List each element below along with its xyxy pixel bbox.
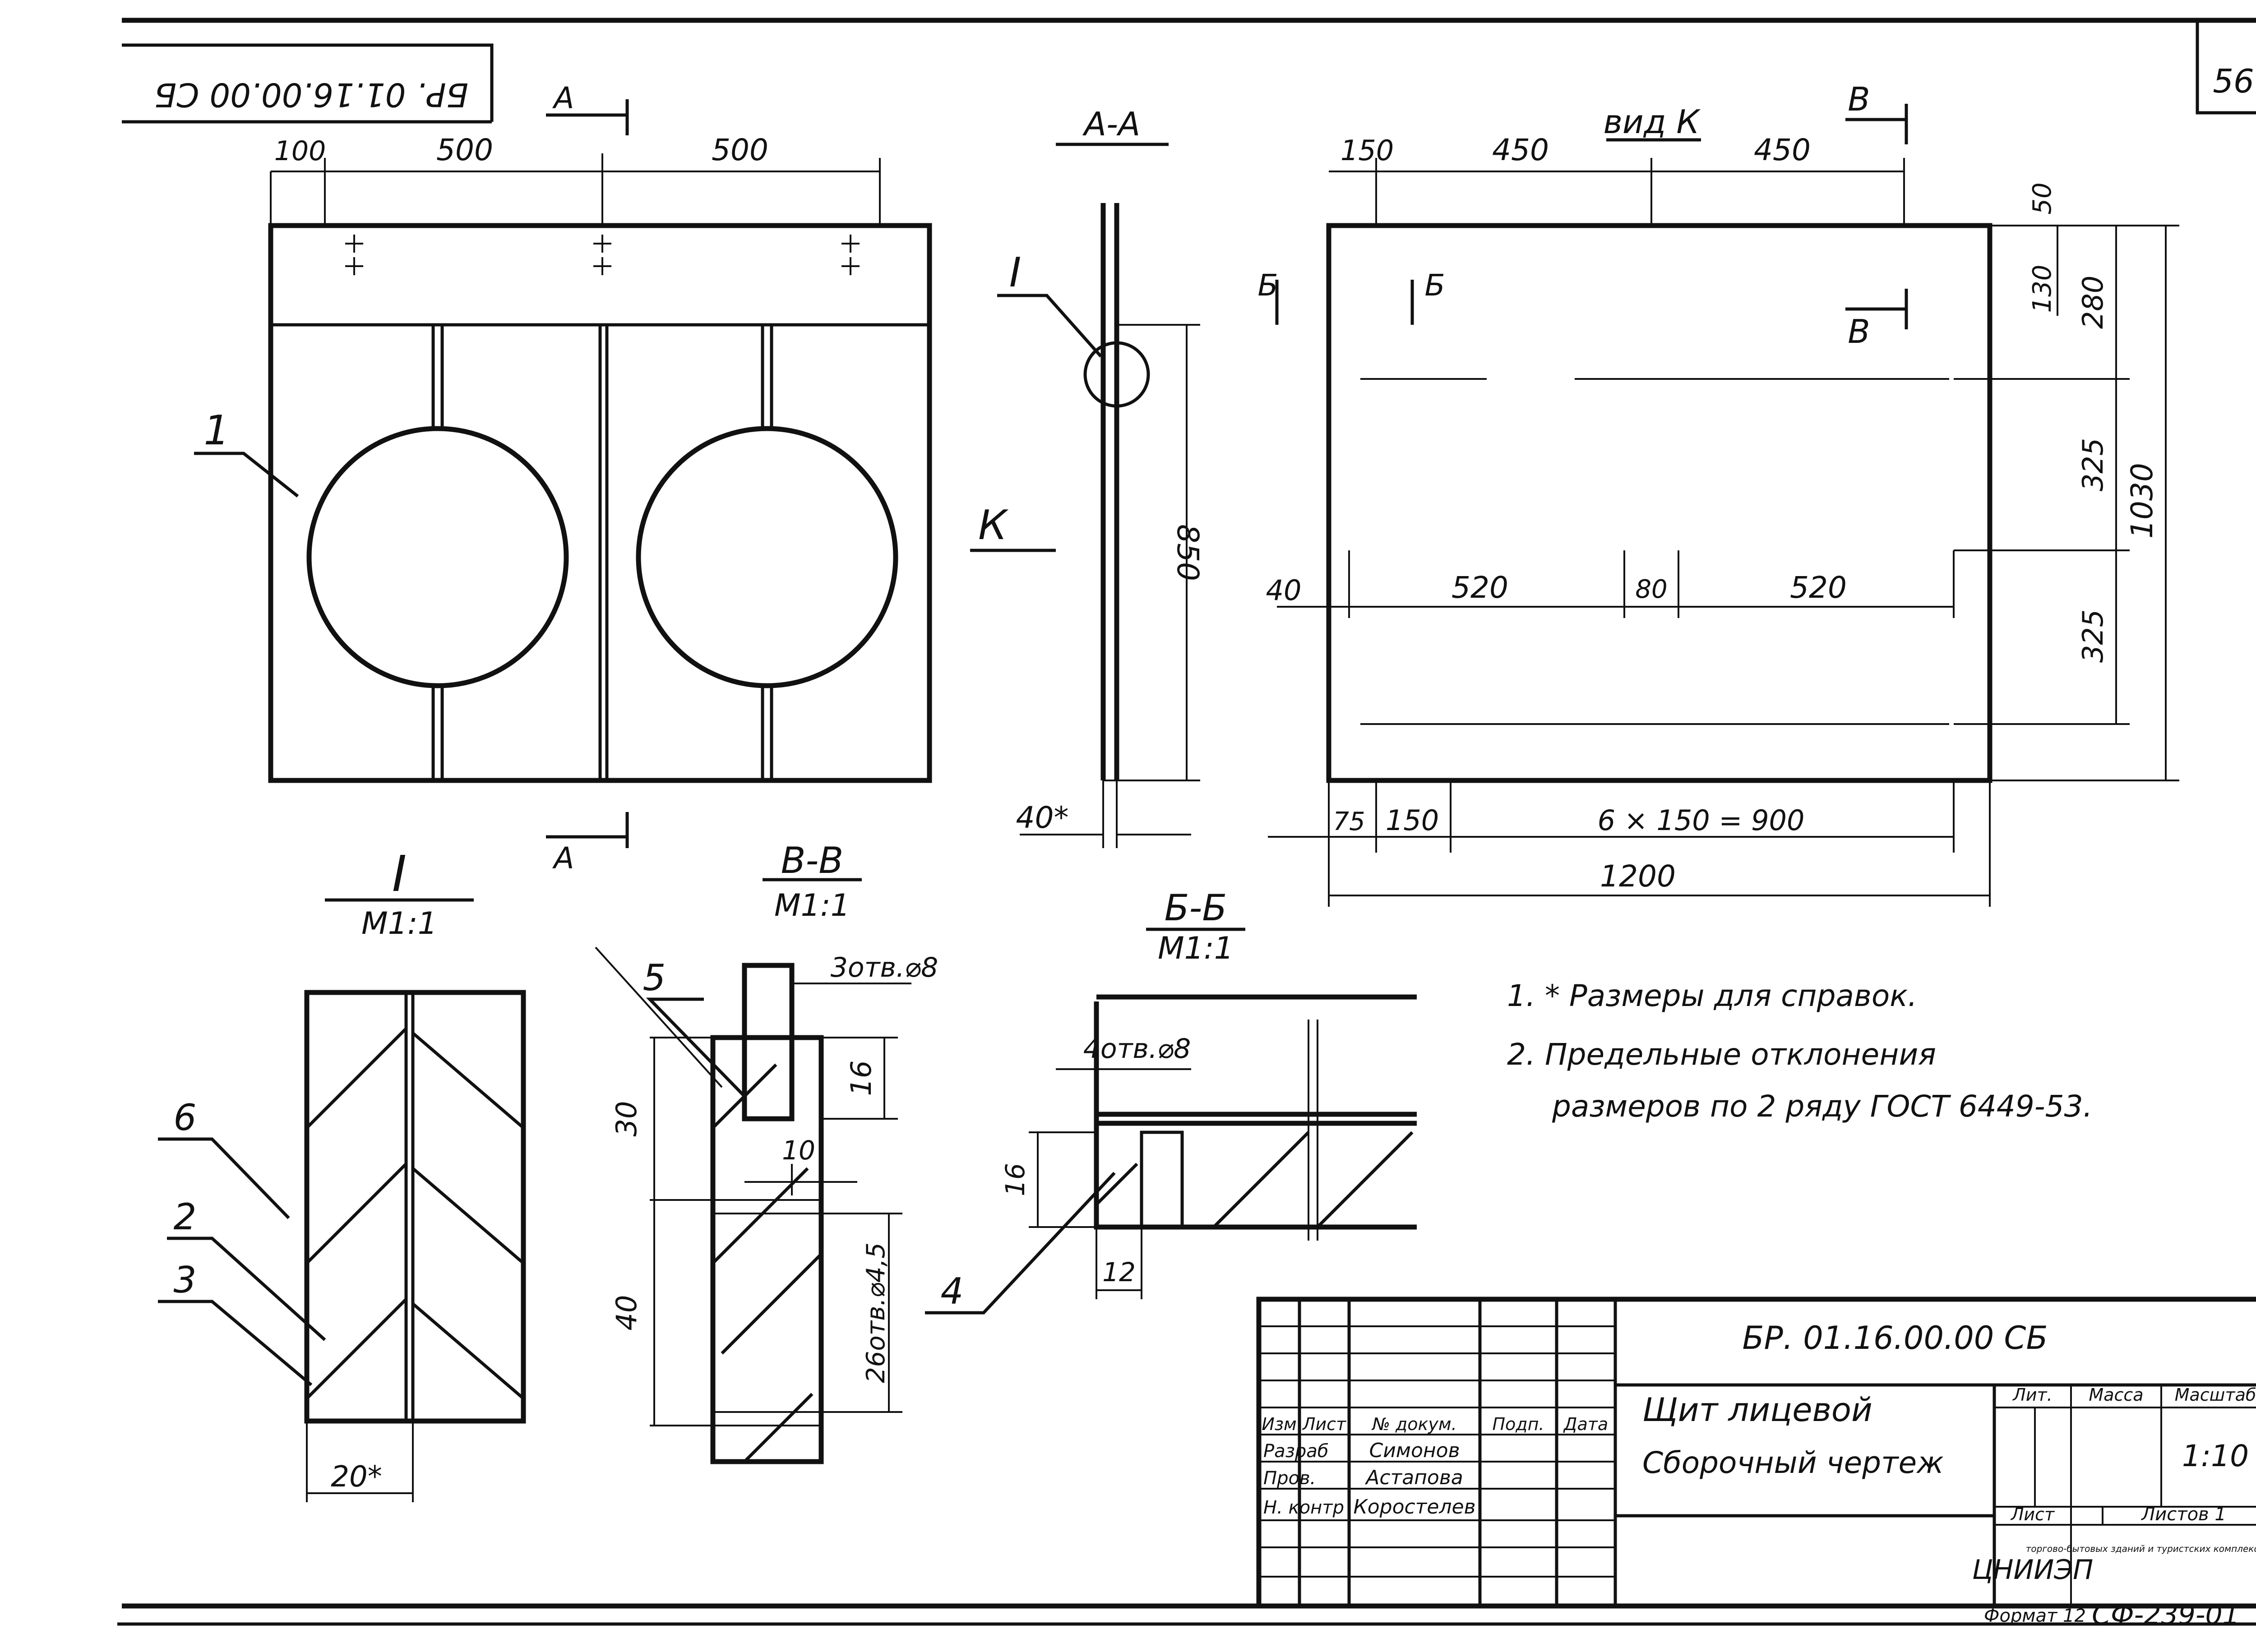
- section-vv-dim-10: 10: [782, 1135, 815, 1166]
- detail-i-dim-20: 20*: [331, 1460, 382, 1494]
- vk-dim-50: 50: [2028, 182, 2057, 214]
- cut-b-right: Б: [1424, 268, 1445, 303]
- detail-i-scale: М1:1: [361, 906, 437, 941]
- section-vv-scale: М1:1: [774, 888, 850, 923]
- section-vv-title: В-В: [781, 840, 844, 881]
- sheet-number: 56: [2213, 62, 2254, 100]
- detail-callout-i: I: [1009, 249, 1022, 296]
- detail-i-callout-6: 6: [174, 1097, 197, 1139]
- section-aa: [970, 143, 1200, 848]
- section-bb-scale: М1:1: [1158, 931, 1234, 966]
- org-logo: ЦНИИЭП: [1972, 1554, 2093, 1586]
- section-bb-dim-16: 16: [1000, 1163, 1031, 1196]
- section-bb-holes: 4отв.⌀8: [1083, 1033, 1191, 1065]
- mass-label: Масса: [2089, 1385, 2143, 1405]
- vk-dim-75: 75: [1333, 807, 1365, 836]
- note-1: 1. * Размеры для справок.: [1507, 978, 1917, 1013]
- section-aa-title: А-А: [1082, 105, 1141, 143]
- section-mark-a-top: А: [552, 81, 574, 115]
- designation: БР. 01.16.00.00 СБ: [1743, 1320, 2048, 1357]
- role-developer: Разраб: [1263, 1441, 1328, 1462]
- front-dim-500-left: 500: [436, 133, 493, 167]
- section-vv: [595, 878, 911, 1464]
- section-vv-holes: 3отв.⌀8: [831, 952, 938, 983]
- section-mark-a-bottom: А: [552, 841, 574, 876]
- vk-dim-130: 130: [2028, 265, 2057, 313]
- col-header-izm: Изм: [1262, 1414, 1296, 1434]
- name-developer: Симонов: [1369, 1439, 1460, 1462]
- vk-dim-520-left: 520: [1452, 570, 1508, 605]
- section-vv-dim-30: 30: [610, 1101, 643, 1137]
- format-label: Формат 12: [1984, 1606, 2086, 1626]
- section-vv-dim-40: 40: [610, 1295, 643, 1331]
- note-2: 2. Предельные отклонения: [1507, 1037, 1936, 1072]
- view-k-title: вид К: [1603, 103, 1701, 141]
- cut-v-top: В: [1848, 80, 1870, 118]
- name-line-1: Щит лицевой: [1642, 1391, 1872, 1429]
- view-k: [1268, 104, 2179, 907]
- section-bb-title: Б-Б: [1165, 887, 1227, 929]
- front-view: [194, 99, 932, 848]
- lit-label: Лит.: [2012, 1385, 2053, 1405]
- col-header-doc: № докум.: [1371, 1414, 1456, 1434]
- dim-850: 850: [1170, 524, 1205, 581]
- vk-dim-40: 40: [1266, 574, 1302, 607]
- front-dim-500-right: 500: [712, 133, 768, 167]
- role-norm-control: Н. контр: [1263, 1497, 1344, 1518]
- vk-dim-1030: 1030: [2125, 463, 2159, 539]
- vk-dim-450-right: 450: [1754, 133, 1811, 167]
- scale-label: Масштаб: [2175, 1385, 2256, 1405]
- section-vv-dim-16: 16: [845, 1061, 878, 1096]
- vk-dim-150-top: 150: [1341, 134, 1394, 167]
- vk-dim-1200: 1200: [1600, 859, 1676, 894]
- col-header-date: Дата: [1563, 1414, 1608, 1434]
- cut-v-bottom: В: [1848, 313, 1870, 351]
- section-bb: [925, 928, 1417, 1315]
- role-checker: Пров.: [1263, 1468, 1316, 1489]
- vk-dim-150-bottom: 150: [1386, 804, 1439, 837]
- org-text: торгово-бытовых зданий и туристских комп…: [2026, 1543, 2256, 1554]
- title-block: [1256, 1297, 2256, 1609]
- section-vv-callout-5: 5: [643, 957, 666, 999]
- rotated-stamp: БР. 01.16.00.00 СБ: [154, 76, 468, 114]
- detail-i: [158, 898, 526, 1502]
- name-checker: Астапова: [1364, 1466, 1463, 1489]
- vk-dim-280: 280: [2076, 276, 2109, 329]
- view-arrow-k: К: [978, 502, 1009, 549]
- cut-b-left: Б: [1257, 268, 1278, 303]
- vk-dim-80: 80: [1635, 575, 1667, 604]
- vk-dim-325-bottom: 325: [2076, 609, 2109, 663]
- note-3: размеров по 2 ряду ГОСТ 6449-53.: [1552, 1089, 2093, 1124]
- vk-dim-520-right: 520: [1790, 570, 1847, 605]
- col-header-list: Лист: [1302, 1414, 1347, 1434]
- vk-dim-325-top: 325: [2076, 438, 2109, 491]
- dim-40-star: 40*: [1016, 800, 1069, 835]
- sheets-label: Листов 1: [2140, 1504, 2226, 1525]
- vk-dim-spacing: 6 × 150 = 900: [1598, 804, 1805, 837]
- sheet-label: Лист: [2010, 1504, 2055, 1524]
- col-header-sign: Подп.: [1492, 1414, 1544, 1434]
- callout-1: 1: [203, 407, 229, 454]
- vk-dim-450-left: 450: [1492, 133, 1549, 167]
- detail-i-callout-2: 2: [174, 1196, 197, 1238]
- name-norm-control: Коростелев: [1353, 1495, 1475, 1518]
- section-bb-dim-12: 12: [1102, 1257, 1136, 1287]
- section-vv-holes-small: 26отв.⌀4,5: [861, 1242, 891, 1383]
- detail-i-title: I: [392, 845, 407, 903]
- front-dim-100: 100: [274, 135, 326, 167]
- scale-value: 1:10: [2182, 1439, 2249, 1473]
- detail-i-callout-3: 3: [174, 1259, 197, 1301]
- drawing-code: СФ-239-01: [2092, 1599, 2240, 1631]
- section-bb-callout-4: 4: [941, 1270, 964, 1312]
- name-line-2: Сборочный чертеж: [1642, 1445, 1944, 1480]
